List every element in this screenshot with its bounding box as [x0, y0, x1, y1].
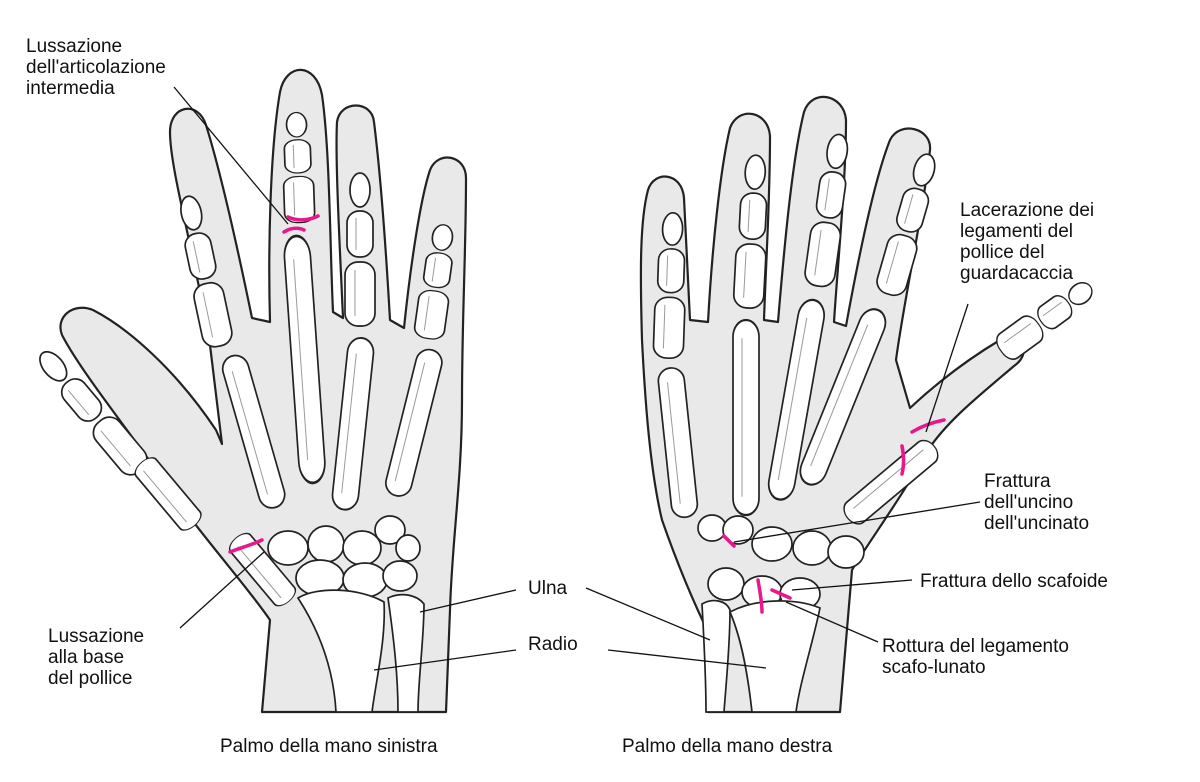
- leader-scapholunate: [785, 601, 879, 643]
- label-scapholunate-ligament: Rottura del legamento scafo-lunato: [882, 636, 1069, 678]
- right-hand: [639, 95, 1100, 714]
- left-injury-middle-joint: [286, 214, 320, 222]
- leader-thumb-base: [179, 551, 265, 629]
- right-injury-gamekeeper-2: [900, 444, 906, 476]
- right-radius: [728, 600, 821, 713]
- caption-right-palm: Palmo della mano destra: [622, 736, 833, 757]
- left-injury-middle-joint-2: [282, 226, 306, 234]
- leader-middle-joint: [173, 86, 289, 225]
- leader-radius-left: [373, 649, 517, 671]
- leader-radius-right: [607, 649, 767, 669]
- left-hand: [30, 68, 468, 714]
- left-ulna: [387, 593, 425, 713]
- leader-ulna-left: [419, 589, 517, 613]
- leader-lines: [173, 86, 981, 671]
- right-thumb-bones: [991, 273, 1100, 365]
- label-thumb-base-dislocation: Lussazione alla base del pollice: [48, 626, 145, 689]
- left-radius: [296, 589, 386, 713]
- caption-left-palm: Palmo della mano sinistra: [220, 736, 438, 757]
- label-ulna: Ulna: [528, 578, 568, 599]
- right-ulna: [701, 599, 731, 713]
- right-injury-scapholunate: [756, 578, 764, 614]
- label-scaphoid-fracture: Frattura dello scafoide: [920, 571, 1108, 592]
- label-gamekeeper-thumb: Lacerazione dei legamenti del pollice de…: [960, 200, 1095, 284]
- label-middle-joint-dislocation: Lussazione dell'articolazione intermedia: [26, 36, 166, 99]
- left-injury-thumb-base: [228, 538, 264, 554]
- leader-scaphoid: [791, 579, 913, 591]
- right-injury-hamate: [722, 534, 736, 548]
- leader-hamate: [733, 501, 981, 543]
- label-hamate-hook-fracture: Frattura dell'uncino dell'uncinato: [984, 471, 1090, 534]
- leader-ulna-right: [585, 587, 711, 641]
- right-carpal-bones: [697, 514, 865, 611]
- right-injury-scaphoid: [770, 588, 792, 600]
- label-radius: Radio: [528, 634, 578, 655]
- right-ring-metacarpal: [731, 318, 761, 517]
- leader-gamekeeper: [925, 303, 969, 433]
